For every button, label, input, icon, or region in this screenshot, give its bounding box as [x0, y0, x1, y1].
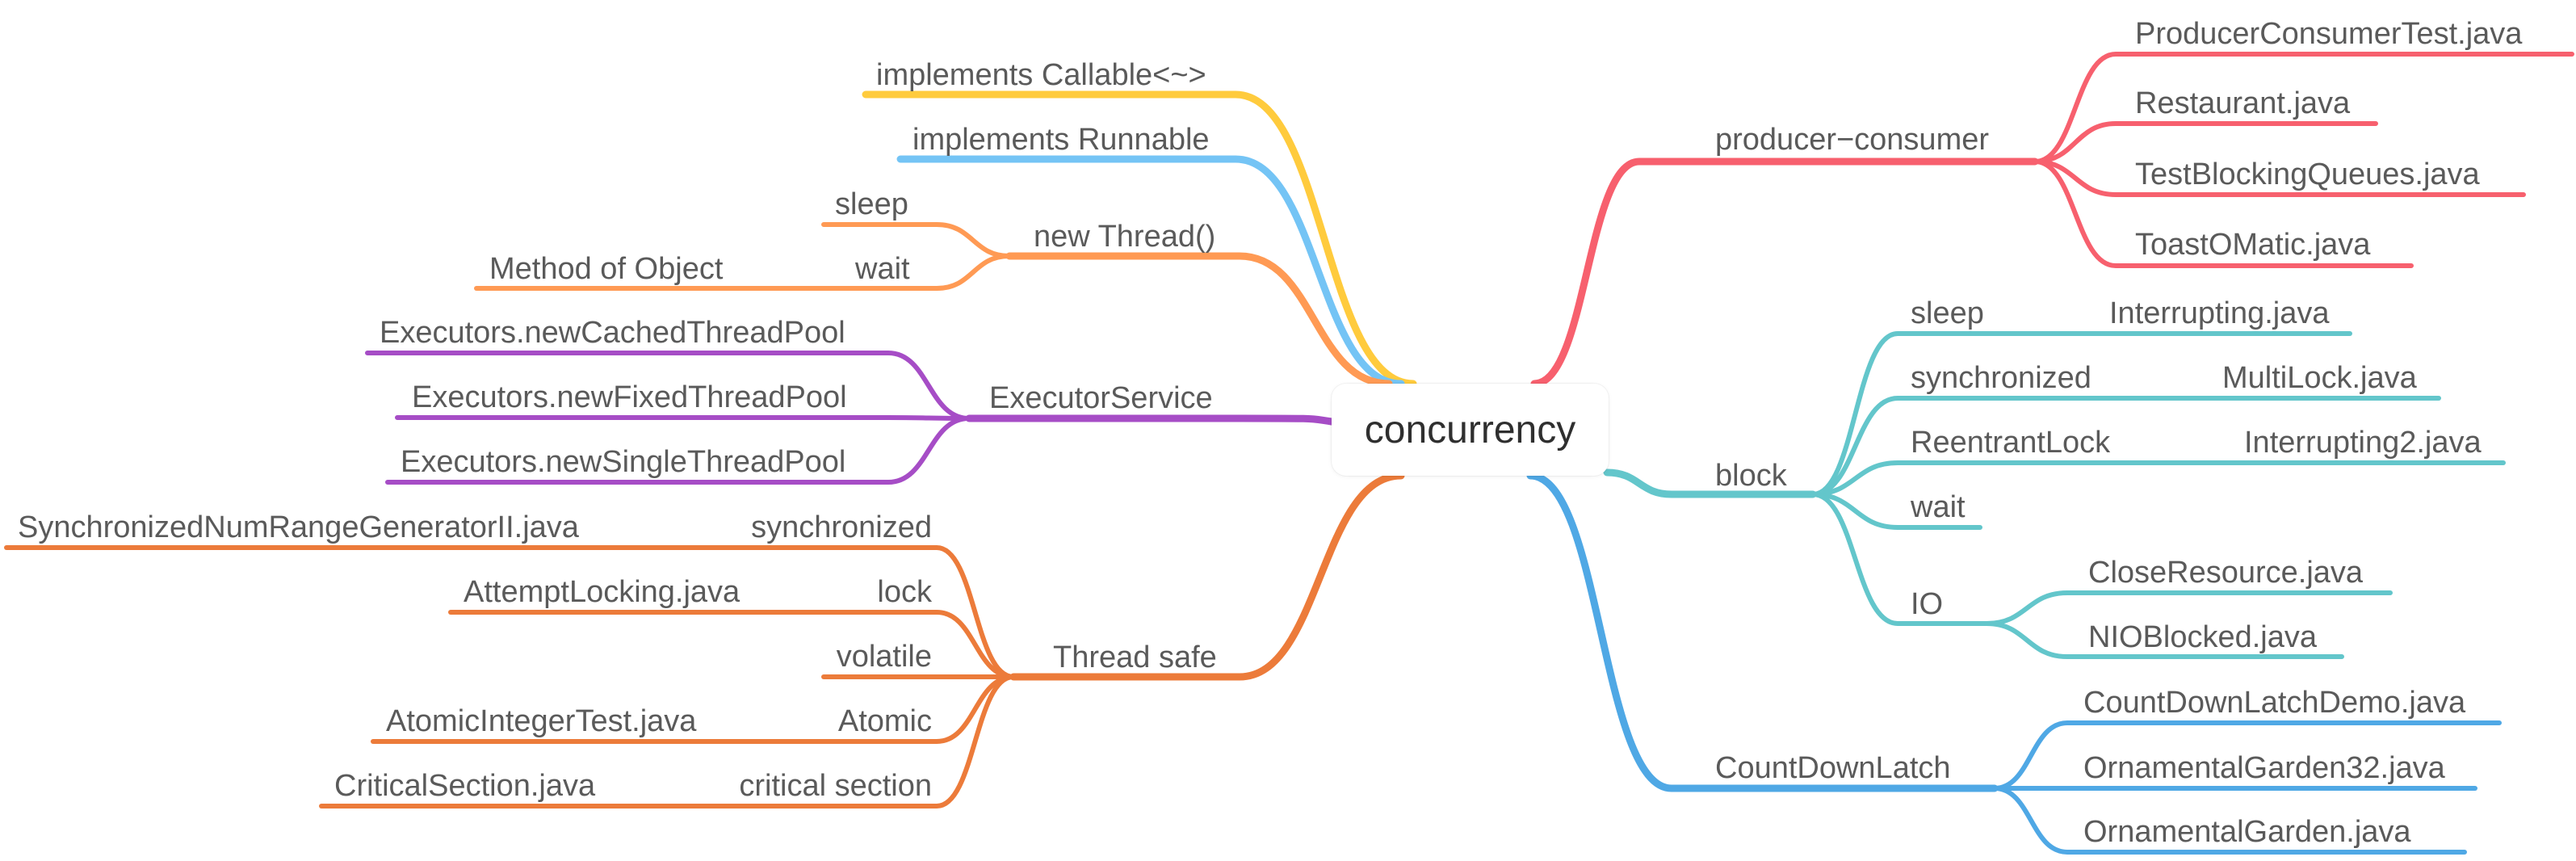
link-runnable	[896, 155, 1405, 388]
node-interrupting[interactable]: Interrupting.java	[2109, 296, 2330, 330]
node-producer-consumer[interactable]: producer−consumer	[1715, 123, 1990, 157]
node-ornamental-garden[interactable]: OrnamentalGarden.java	[2083, 815, 2411, 849]
link-cached-pool	[365, 351, 971, 421]
node-count-down-latch[interactable]: CountDownLatch	[1715, 751, 1951, 785]
node-multi-lock[interactable]: MultiLock.java	[2222, 361, 2417, 395]
node-io[interactable]: IO	[1911, 587, 1944, 621]
node-volatile[interactable]: volatile	[836, 640, 932, 674]
node-wait[interactable]: wait	[855, 252, 910, 286]
node-ornamental-garden32[interactable]: OrnamentalGarden32.java	[2083, 751, 2445, 785]
node-block-synchronized[interactable]: synchronized	[1911, 361, 2091, 395]
link-cdl-demo	[1992, 720, 2502, 791]
node-block[interactable]: block	[1715, 459, 1787, 493]
link-nio-blocked	[1984, 621, 2344, 659]
node-sync-file[interactable]: SynchronizedNumRangeGeneratorII.java	[18, 510, 579, 544]
node-restaurant[interactable]: Restaurant.java	[2135, 86, 2351, 120]
node-thread-safe[interactable]: Thread safe	[1053, 640, 1217, 674]
link-block-synchronized	[1810, 396, 2118, 497]
node-method-of-object[interactable]: Method of Object	[489, 252, 724, 286]
node-count-down-latch-demo[interactable]: CountDownLatchDemo.java	[2083, 686, 2466, 720]
link-garden	[1992, 786, 2467, 855]
link-producer-consumer	[1530, 158, 2039, 388]
link-lock	[862, 610, 1016, 679]
link-wait	[837, 254, 1012, 291]
node-close-resource[interactable]: CloseResource.java	[2088, 556, 2364, 590]
link-count-down-latch	[1526, 472, 1999, 792]
node-sleep[interactable]: sleep	[835, 187, 908, 221]
node-reentrant-lock[interactable]: ReentrantLock	[1911, 426, 2111, 460]
link-thread-safe	[1009, 472, 1405, 681]
link-file-restaurant	[2033, 121, 2378, 164]
node-atomic[interactable]: Atomic	[837, 704, 932, 738]
node-toast-o-matic[interactable]: ToastOMatic.java	[2135, 228, 2371, 262]
link-block-reentrant	[1810, 460, 2134, 497]
node-fixed-thread-pool[interactable]: Executors.newFixedThreadPool	[412, 380, 847, 414]
node-single-thread-pool[interactable]: Executors.newSingleThreadPool	[401, 445, 846, 479]
node-synchronized[interactable]: synchronized	[751, 510, 932, 544]
node-test-blocking-queues[interactable]: TestBlockingQueues.java	[2135, 158, 2480, 191]
link-block	[1603, 468, 1817, 498]
node-executor-service[interactable]: ExecutorService	[989, 381, 1213, 415]
link-block-io	[1810, 492, 1989, 626]
link-block-wait	[1810, 492, 1982, 530]
link-close-resource	[1984, 590, 2393, 626]
root-label: concurrency	[1364, 408, 1576, 452]
node-block-sleep[interactable]: sleep	[1911, 296, 1984, 330]
node-atomic-integer-test[interactable]: AtomicIntegerTest.java	[386, 704, 697, 738]
node-producer-consumer-test[interactable]: ProducerConsumerTest.java	[2135, 17, 2523, 51]
node-implements-callable[interactable]: implements Callable<~>	[876, 58, 1206, 92]
node-critical-section[interactable]: critical section	[739, 769, 932, 803]
node-block-wait[interactable]: wait	[1911, 490, 1966, 524]
link-callable	[862, 90, 1417, 388]
link-critical	[720, 674, 1016, 808]
link-sleep	[821, 222, 1012, 258]
node-implements-runnable[interactable]: implements Runnable	[913, 123, 1210, 157]
node-new-thread[interactable]: new Thread()	[1034, 220, 1216, 254]
link-executor-service	[965, 414, 1336, 426]
link-new-thread	[1005, 252, 1393, 388]
link-block-sleep	[1810, 331, 2003, 497]
node-cached-thread-pool[interactable]: Executors.newCachedThreadPool	[380, 316, 845, 350]
link-file-pc-test	[2033, 52, 2574, 164]
node-attempt-locking[interactable]: AttemptLocking.java	[464, 575, 740, 609]
node-lock[interactable]: lock	[877, 575, 932, 609]
link-synchronized	[728, 545, 1016, 679]
node-interrupting2[interactable]: Interrupting2.java	[2244, 426, 2482, 460]
node-critical-section-file[interactable]: CriticalSection.java	[334, 769, 596, 803]
node-nio-blocked[interactable]: NIOBlocked.java	[2088, 620, 2318, 654]
root-node[interactable]: concurrency	[1332, 384, 1609, 476]
link-single-pool	[385, 416, 971, 485]
link-file-toast	[2033, 159, 2414, 268]
